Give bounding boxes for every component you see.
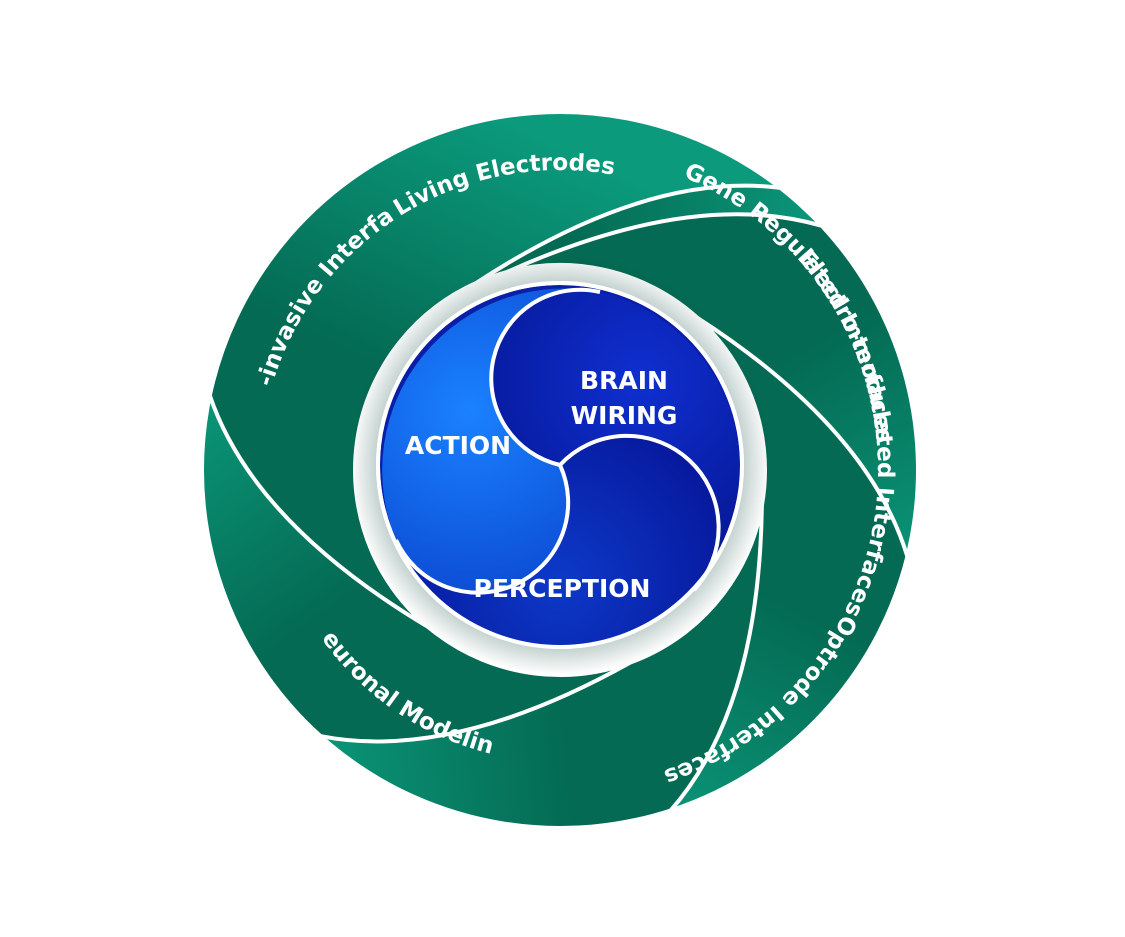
- divider-curve: [394, 464, 571, 595]
- divider-curve: [558, 433, 721, 592]
- brain-wiring-lobe: [491, 289, 740, 590]
- action-lobe: [382, 288, 600, 593]
- brain-label: BRAIN: [580, 366, 668, 395]
- core-rim: [376, 281, 744, 649]
- divider-curve: [489, 287, 601, 467]
- action-label: ACTION: [405, 431, 511, 460]
- perception-label: PERCEPTION: [474, 574, 651, 603]
- core-circle: ACTION BRAIN WIRING PERCEPTION: [376, 281, 744, 649]
- wiring-label: WIRING: [571, 401, 678, 430]
